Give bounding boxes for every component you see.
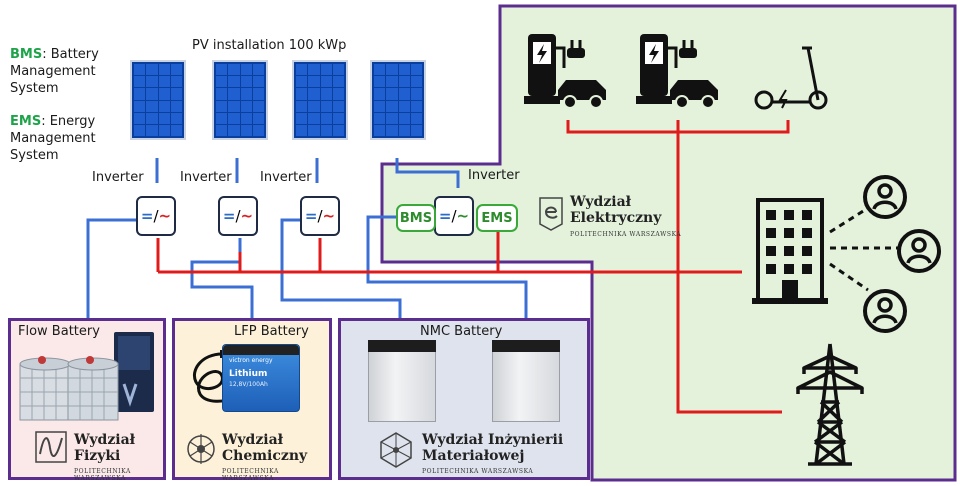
person-icon [863,175,907,219]
logo-line1: Wydział [222,432,284,448]
logo-fizyki: Wydział Fizyki POLITECHNIKA WARSZAWSKA [34,430,162,482]
materialowej-emblem-icon [380,432,412,468]
wiring [86,120,790,414]
fizyki-emblem-icon [35,431,67,463]
inverter-label: Inverter [468,168,520,183]
logo-line2: Fizyki [74,448,121,464]
bms-tag: BMS [396,204,436,232]
flow-battery-title: Flow Battery [18,324,100,339]
inverter-label: Inverter [260,170,312,185]
dc-symbol: = [304,207,318,225]
lfp-brand: victron energy [229,357,273,364]
power-pylon-icon [796,343,864,466]
logo-materialowej: Wydział Inżynierii Materiałowej POLITECH… [376,430,586,476]
inverter: =/~ [136,196,176,236]
logo-line2: Materiałowej [422,448,525,464]
solar-panel [212,60,268,140]
chemiczny-emblem-icon [187,434,215,464]
person-icon [897,229,941,273]
solar-panel [292,60,348,140]
bms-text: : Battery [42,47,99,62]
logo-line2: Elektryczny [570,210,662,226]
nmc-battery-unit [492,340,560,422]
nmc-battery-title: NMC Battery [420,324,503,339]
person-icon [863,289,907,333]
lfp-battery-title: LFP Battery [234,324,309,339]
nmc-battery-unit [368,340,436,422]
ac-symbol: ~ [456,207,470,225]
logo-line1: Wydział [74,432,136,448]
lfp-chem: Lithium [229,369,268,379]
logo-sub: POLITECHNIKA WARSZAWSKA [422,468,534,475]
ac-symbol: ~ [158,207,172,225]
solar-panel [370,60,426,140]
logo-sub: POLITECHNIKA WARSZAWSKA [74,468,131,482]
separator-symbol: / [235,207,241,225]
bms-abbr: BMS [10,47,43,62]
inverter: =/~ [434,196,474,236]
logo-sub: POLITECHNIKA WARSZAWSKA [222,468,279,482]
building-icon [752,198,828,304]
elektryczny-emblem-icon [539,197,563,231]
flow-battery-image [19,332,154,421]
ems-text: : Energy [41,114,96,129]
inverter: =/~ [218,196,258,236]
bms-line2: Management [10,64,96,79]
ac-symbol: ~ [322,207,336,225]
pv-title: PV installation 100 kWp [192,38,347,53]
logo-chemiczny: Wydział Chemiczny POLITECHNIKA WARSZAWSK… [186,430,330,482]
dc-symbol: = [438,207,452,225]
separator-symbol: / [317,207,323,225]
e-scooter-icon [754,46,828,110]
inverter-label: Inverter [92,170,144,185]
ems-abbr: EMS [10,114,42,129]
ev-charger-icon [524,34,606,109]
bms-line3: System [10,81,59,96]
lfp-battery-image: victron energy Lithium 12,8V/100Ah [222,344,300,412]
ems-tag: EMS [476,204,518,232]
inverter: =/~ [300,196,340,236]
ems-line3: System [10,148,59,163]
logo-sub: POLITECHNIKA WARSZAWSKA [570,231,682,238]
separator-symbol: / [451,207,457,225]
logo-line1: Wydział [570,194,632,210]
ac-symbol: ~ [240,207,254,225]
ev-charger-icon [636,34,718,109]
inverter-label: Inverter [180,170,232,185]
logo-line2: Chemiczny [222,448,308,464]
legend: BMS: Battery Management System EMS: Ener… [10,46,99,164]
ems-line2: Management [10,131,96,146]
lfp-spec: 12,8V/100Ah [229,381,268,388]
separator-symbol: / [153,207,159,225]
logo-line1: Wydział Inżynierii [422,432,564,448]
dc-symbol: = [222,207,236,225]
solar-panel [130,60,186,140]
logo-elektryczny: Wydział Elektryczny POLITECHNIKA WARSZAW… [536,194,686,240]
dc-symbol: = [140,207,154,225]
